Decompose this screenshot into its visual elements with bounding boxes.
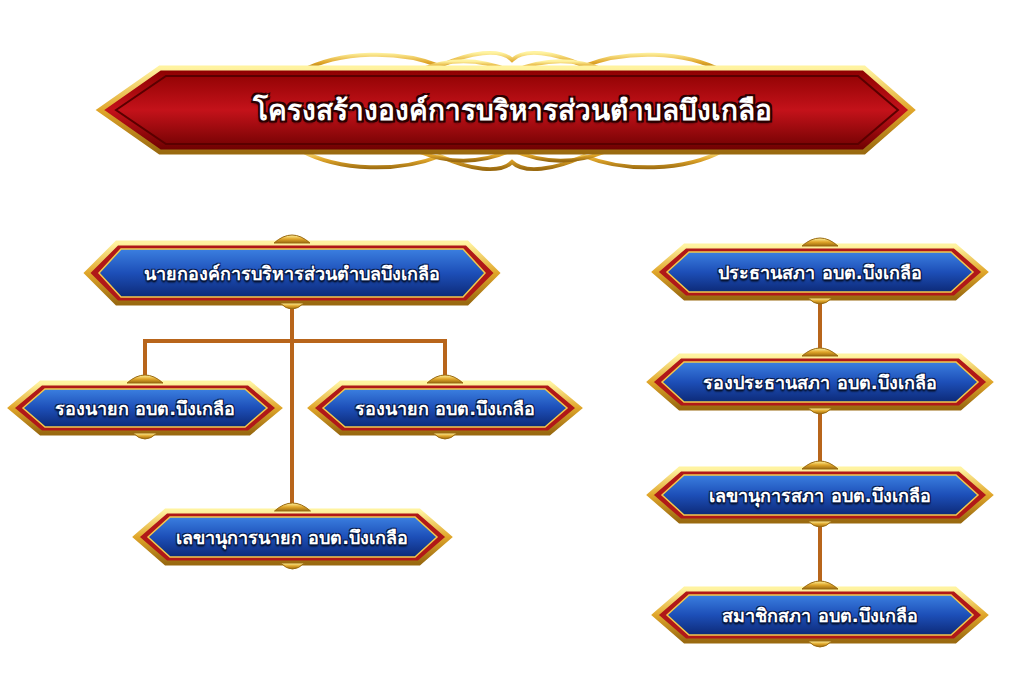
frame-outer [11, 383, 279, 433]
box-label: รองประธานสภา อบต.บึงเกลือ [703, 368, 936, 397]
frame-inner [323, 389, 567, 427]
frame-inner [667, 595, 973, 635]
crest-bottom [133, 433, 157, 439]
frame-outer [650, 356, 990, 408]
crest-bottom [808, 298, 832, 304]
banner-inner-rim [116, 76, 898, 144]
connector-line [818, 521, 822, 589]
frame-outer [655, 246, 985, 298]
frame-outer [650, 469, 990, 521]
crest-bottom [808, 641, 832, 647]
crest-top [427, 375, 463, 383]
frame-inner [662, 475, 978, 515]
crest-top [802, 461, 838, 469]
org-box: ประธานสภา อบต.บึงเกลือ [675, 248, 965, 296]
org-box: สมาชิกสภา อบต.บึงเกลือ [675, 591, 965, 639]
org-box: เลขานุการนายก อบต.บึงเกลือ [156, 513, 429, 561]
crest-bottom [280, 563, 304, 569]
crest-top [127, 375, 163, 383]
box-label: ประธานสภา อบต.บึงเกลือ [718, 258, 921, 287]
frame-outer [136, 511, 449, 563]
box-label: เลขานุการนายก อบต.บึงเกลือ [176, 523, 408, 552]
box-label: รองนายก อบต.บึงเกลือ [55, 394, 235, 423]
org-box: รองนายก อบต.บึงเกลือ [331, 385, 559, 431]
org-box: เลขานุการสภา อบต.บึงเกลือ [670, 471, 970, 519]
crest-bottom [280, 303, 304, 309]
org-box: รองประธานสภา อบต.บึงเกลือ [670, 358, 970, 406]
box-label: สมาชิกสภา อบต.บึงเกลือ [722, 601, 917, 630]
crest-top [274, 503, 310, 511]
frame-outer [655, 589, 985, 641]
crest-bottom [808, 521, 832, 527]
frame-inner [99, 249, 485, 297]
frame-inner [23, 389, 267, 427]
org-box: นายกองค์การบริหารส่วนตำบลบึงเกลือ [107, 245, 477, 301]
crest-bottom [808, 408, 832, 414]
frame-inner [662, 362, 978, 402]
box-label: เลขานุการสภา อบต.บึงเกลือ [709, 481, 930, 510]
crest-top [802, 238, 838, 246]
crest-top [802, 581, 838, 589]
frame-inner [148, 517, 437, 557]
box-label: นายกองค์การบริหารส่วนตำบลบึงเกลือ [144, 259, 440, 288]
connector-line [818, 408, 822, 469]
org-box: รองนายก อบต.บึงเกลือ [31, 385, 259, 431]
crest-bottom [433, 433, 457, 439]
connector-line [145, 303, 292, 383]
connector-line [818, 298, 822, 356]
frame-outer [311, 383, 579, 433]
banner-shape [100, 68, 912, 152]
chart-title: โครงสร้างองค์การบริหารส่วนตำบลบึงเกลือ [160, 88, 864, 132]
crest-top [802, 348, 838, 356]
crest-top [274, 235, 310, 243]
frame-inner [667, 252, 973, 292]
connector-line [292, 303, 445, 383]
connector-line [290, 303, 294, 511]
box-label: รองนายก อบต.บึงเกลือ [355, 394, 535, 423]
frame-outer [87, 243, 497, 303]
